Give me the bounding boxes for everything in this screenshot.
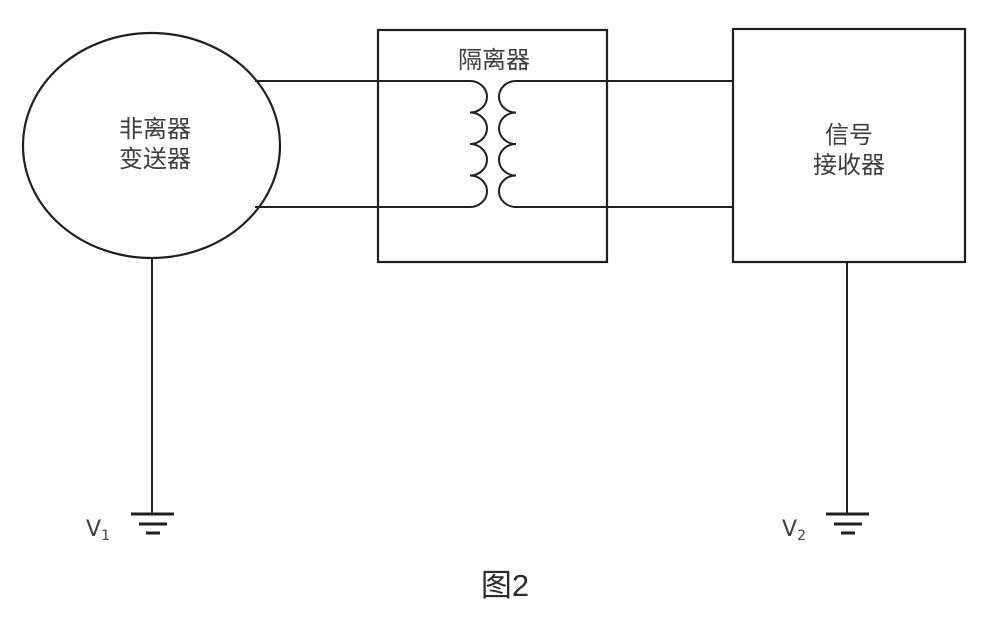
receiver-box: [731, 27, 967, 264]
v2-label: V2: [782, 517, 806, 544]
v1-label: V1: [86, 517, 110, 544]
ground-left-icon: [131, 512, 174, 535]
figure-caption: 图2: [481, 568, 529, 603]
isolator-box: [376, 28, 609, 264]
ground-right-icon: [826, 512, 869, 535]
transformer-primary-coil-icon: [469, 80, 488, 208]
isolator-label: 隔离器: [458, 47, 530, 74]
receiver-label-line2: 接收器: [813, 152, 885, 179]
transmitter-label-line1: 非离器: [119, 116, 191, 143]
transformer-secondary-coil-icon: [498, 80, 517, 208]
receiver-label-line1: 信号: [825, 122, 873, 149]
transmitter-label-line2: 变送器: [119, 146, 191, 173]
